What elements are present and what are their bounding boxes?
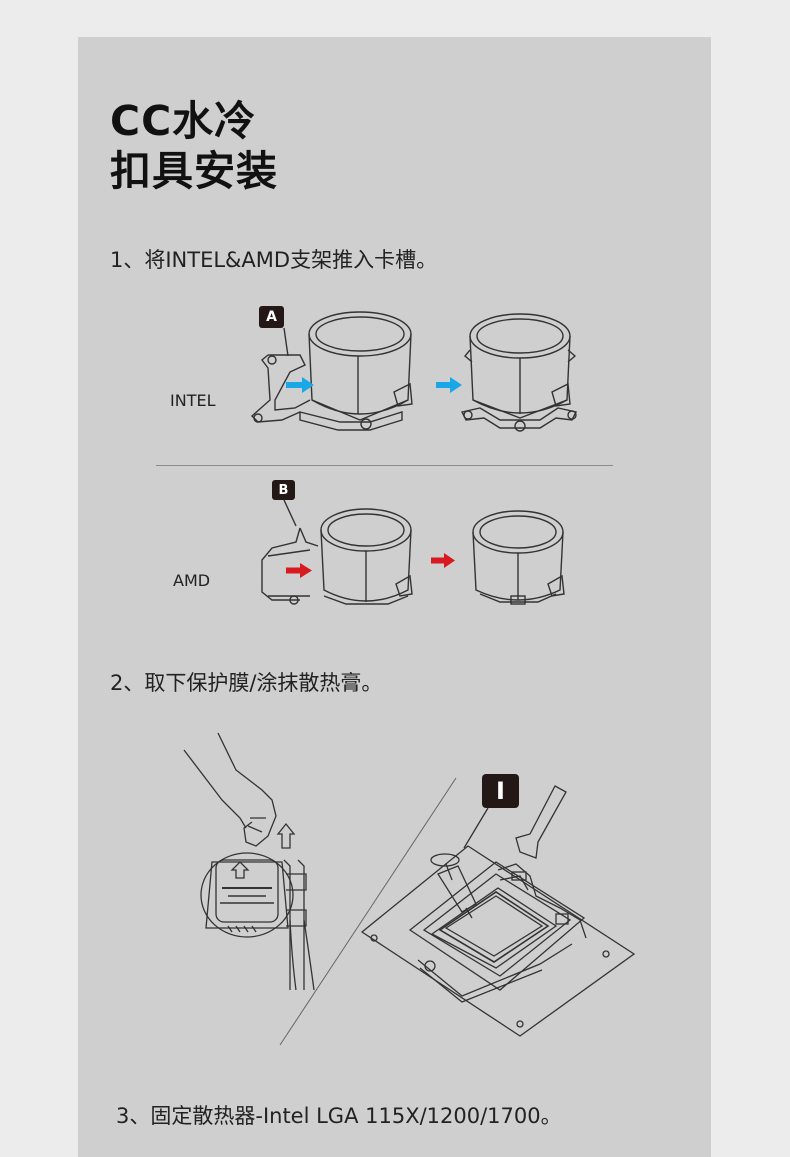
amd-arrow-right [431,553,455,568]
diagonal-divider [279,777,457,1046]
intel-arrow-left [286,377,314,393]
amd-label: AMD [173,571,211,590]
remove-protective-film-illustration [183,732,315,991]
title-line-1: CC水冷 [110,97,257,145]
amd-arrow-left [286,563,312,578]
intel-arrow-right [436,377,462,393]
title-line-2: 扣具安装 [110,147,278,195]
intel-label: INTEL [170,391,216,410]
badge-a: A [259,306,284,328]
badge-b: B [272,480,295,500]
page-title: CC水冷 扣具安装 [110,96,278,196]
section-divider [156,465,613,466]
amd-bracket-illustration [261,499,565,605]
step-2-text: 2、取下保护膜/涂抹散热膏。 [110,671,383,695]
apply-thermal-paste-illustration [360,785,636,1037]
intel-bracket-illustration [250,311,578,432]
step-3-text: 3、固定散热器-Intel LGA 115X/1200/1700。 [116,1104,562,1128]
step-1-text: 1、将INTEL&AMD支架推入卡槽。 [110,248,438,272]
badge-i: I [482,774,519,808]
content-card [78,37,711,1157]
